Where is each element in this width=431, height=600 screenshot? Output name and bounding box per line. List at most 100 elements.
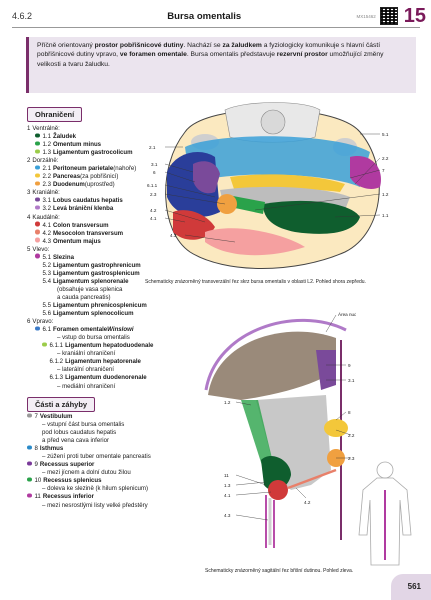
item-label: Recessus inferior — [42, 493, 94, 501]
body-silhouette — [358, 461, 412, 566]
mesocolon — [287, 468, 337, 490]
list-item: (obsahuje vasa splenica — [27, 286, 177, 294]
page-code: MX15462 — [356, 13, 376, 19]
item-number: 6 — [27, 318, 31, 326]
spleen — [350, 156, 381, 189]
figure-label: 3.1 — [348, 378, 355, 383]
leader-line — [164, 209, 206, 223]
intro-text: umožňující změny velikosti a tvaru žalud… — [37, 51, 384, 68]
stomach — [261, 455, 291, 491]
figure-label: 2.1 — [149, 145, 156, 150]
item-emphasis: Winslowi — [107, 326, 134, 334]
item-label: Isthmus — [39, 445, 64, 453]
omentum-majus — [205, 228, 305, 256]
item-label: Omentum majus — [52, 237, 101, 245]
item-label: Levá brániční klenba — [52, 205, 114, 213]
figure-label: 8 — [348, 410, 351, 415]
figure-label: 7 — [382, 168, 385, 173]
figure-label: 5.1 — [382, 132, 389, 137]
liver — [208, 331, 336, 400]
item-number: 7 — [34, 413, 38, 420]
item-label: Ligamentum phrenicosplenicum — [52, 302, 147, 310]
diaphragm — [204, 318, 347, 391]
item-label: Vpravo: — [32, 318, 54, 326]
item-label: Lobus caudatus hepatis — [52, 197, 123, 205]
duodenum — [217, 194, 237, 214]
figure-label: 2.2 — [348, 433, 355, 438]
qr-code-icon[interactable] — [379, 7, 398, 25]
item-label: Vlevo: — [32, 245, 50, 253]
color-dot-icon — [35, 221, 40, 227]
omentum-majus — [265, 495, 275, 548]
intro-bold: ve foramen omentale — [119, 51, 187, 59]
list-item: – laterální ohraničení — [27, 366, 177, 374]
header-rule — [12, 27, 420, 28]
item-number: 10 — [34, 477, 42, 485]
item-label: Ventrálně: — [32, 125, 60, 132]
intro-bold: prostor pobřišnicové dutiny — [94, 42, 184, 49]
colon-transversum — [173, 210, 215, 240]
color-dot-icon — [35, 237, 40, 243]
item-number: 3.1 — [42, 197, 51, 205]
item-number: 11 — [34, 493, 41, 501]
list-item: – vstup do bursa omentalis — [27, 334, 177, 342]
figure-label: 4.3 — [170, 233, 177, 238]
color-dot-icon — [27, 477, 32, 482]
item-number: 2.2 — [42, 173, 51, 181]
ohraniceni-heading: Ohraničení — [27, 107, 83, 122]
item-label: Omentum minus — [52, 141, 102, 149]
figure-label: 2.3 — [150, 192, 157, 197]
leader-line — [254, 193, 381, 211]
item-label: Ligamentum splenocolicum — [52, 310, 134, 318]
item-number: 5.3 — [42, 269, 51, 277]
color-dot-icon — [27, 445, 32, 450]
item-number: 1.3 — [42, 149, 51, 157]
stomach — [263, 200, 360, 234]
item-description: – vstupní část bursa omentalis — [42, 421, 125, 429]
intro-bold: za žaludkem — [222, 42, 262, 49]
color-dot-icon — [35, 149, 40, 154]
figure-label: 1.2 — [382, 192, 389, 197]
leader-line — [164, 163, 194, 173]
chapter-number: 15 — [403, 5, 426, 27]
leader-line — [354, 157, 381, 185]
figure-label: 3.1 — [151, 162, 158, 167]
intro-bold: rezervní prostor — [276, 51, 328, 59]
item-label: Ligamentum gastrosplenicum — [52, 269, 140, 277]
omentum-minus — [233, 196, 265, 214]
item-description: – kraniální ohraničení — [57, 350, 116, 358]
leader-line — [335, 411, 347, 421]
item-number: 3.2 — [42, 205, 51, 213]
item-description: – mediální ohraničení — [57, 382, 116, 390]
item-number: 1 — [27, 125, 31, 132]
item-label: Ligamentum hepatorenale — [65, 358, 141, 366]
item-label: Ligamentum gastrophrenicum — [52, 261, 141, 269]
figure-label: Área nuda — [338, 311, 356, 317]
item-note: (za pobřišnicí) — [80, 173, 119, 181]
color-dot-icon — [35, 173, 40, 178]
color-dot-icon — [35, 181, 40, 186]
item-label: Žaludek — [52, 133, 77, 141]
figure-label: 6.1.1 — [147, 183, 158, 188]
item-note: (nahoře) — [113, 165, 137, 173]
transverse-section-figure: 5.12.12.273.166.1.12.34.24.11.21.14.3 — [147, 102, 389, 269]
leader-line — [325, 314, 337, 333]
item-number: 1.1 — [42, 133, 51, 141]
leader-line — [235, 401, 252, 406]
item-label: Ligamentum hepatoduodenale — [65, 342, 154, 350]
list-item: – vstupní část bursa omentalis — [27, 421, 187, 429]
item-label: Vestibulum — [39, 413, 73, 420]
